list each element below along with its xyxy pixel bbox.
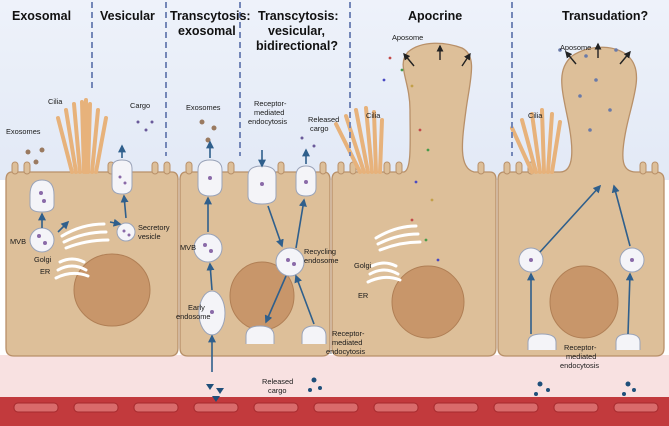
annotation-labels: Cilia Exosomes MVB Golgi ER Cargo Secret… — [6, 33, 599, 395]
label-released-top-2: cargo — [310, 124, 329, 133]
label-cilia-1: Cilia — [48, 97, 63, 106]
label-er-2: ER — [358, 291, 368, 300]
header-transudation: Transudation? — [562, 9, 648, 23]
blood-side-cargo — [206, 377, 636, 402]
label-released-top-1: Released — [308, 115, 339, 124]
header-vesicular: Vesicular — [100, 9, 155, 23]
pathway-arrows — [38, 140, 634, 372]
column-dividers — [91, 2, 513, 156]
label-golgi-1: Golgi — [34, 255, 52, 264]
label-early-2: endosome — [176, 312, 211, 321]
label-early-1: Early — [188, 303, 205, 312]
column-headers: Exosomal Vesicular Transcytosis: exosoma… — [12, 9, 648, 53]
label-rme-bot-3: endocytosis — [326, 347, 365, 356]
basement-membrane — [0, 355, 669, 397]
organelles — [25, 48, 645, 402]
endothelial-cells — [13, 402, 659, 413]
label-released-bot-1: Released — [262, 377, 293, 386]
header-transcytosis-vesicular-2: vesicular, — [268, 24, 325, 38]
label-released-bot-2: cargo — [268, 386, 287, 395]
header-exosomal: Exosomal — [12, 9, 71, 23]
label-mvb-2: MVB — [180, 243, 196, 252]
apical-release-arrows — [403, 42, 631, 67]
cilia — [56, 98, 562, 174]
label-exosomes-2: Exosomes — [186, 103, 221, 112]
nuclei — [73, 253, 619, 339]
header-transcytosis-vesicular-3: bidirectional? — [256, 39, 338, 53]
header-transcytosis-vesicular-1: Transcytosis: — [258, 9, 339, 23]
er-folds — [54, 257, 402, 284]
label-exosomes-1: Exosomes — [6, 127, 41, 136]
label-golgi-2: Golgi — [354, 261, 372, 270]
header-transcytosis-exosomal-2: exosomal — [178, 24, 236, 38]
label-rme-tr-3: endocytosis — [560, 361, 599, 370]
label-cilia-3: Cilia — [528, 111, 543, 120]
label-rme-top-3: endocytosis — [248, 117, 287, 126]
vesicles — [29, 159, 645, 350]
label-aposome-2: Aposome — [560, 43, 591, 52]
header-transcytosis-exosomal-1: Transcytosis: — [170, 9, 251, 23]
label-secretory-1: Secretory — [138, 223, 170, 232]
label-er-1: ER — [40, 267, 50, 276]
label-recycling-1: Recycling — [304, 247, 336, 256]
label-rme-bot-1: Receptor- — [332, 329, 365, 338]
label-rme-tr-2: mediated — [566, 352, 596, 361]
label-mvb-1: MVB — [10, 237, 26, 246]
label-rme-bot-2: mediated — [332, 338, 362, 347]
lumen-cargo-particles — [25, 48, 618, 262]
cell-transudation — [497, 46, 665, 357]
label-rme-tr-1: Receptor- — [564, 343, 597, 352]
label-rme-top-2: mediated — [254, 108, 284, 117]
vesicle-cargo-dots — [37, 175, 634, 314]
label-rme-top-1: Receptor- — [254, 99, 287, 108]
label-recycling-2: endosome — [304, 256, 339, 265]
header-apocrine: Apocrine — [408, 9, 462, 23]
golgi-stack — [60, 222, 422, 252]
label-aposome-1: Aposome — [392, 33, 423, 42]
microvilli — [11, 161, 659, 175]
label-secretory-2: vesicle — [138, 232, 161, 241]
label-cargo: Cargo — [130, 101, 150, 110]
label-cilia-2: Cilia — [366, 111, 381, 120]
